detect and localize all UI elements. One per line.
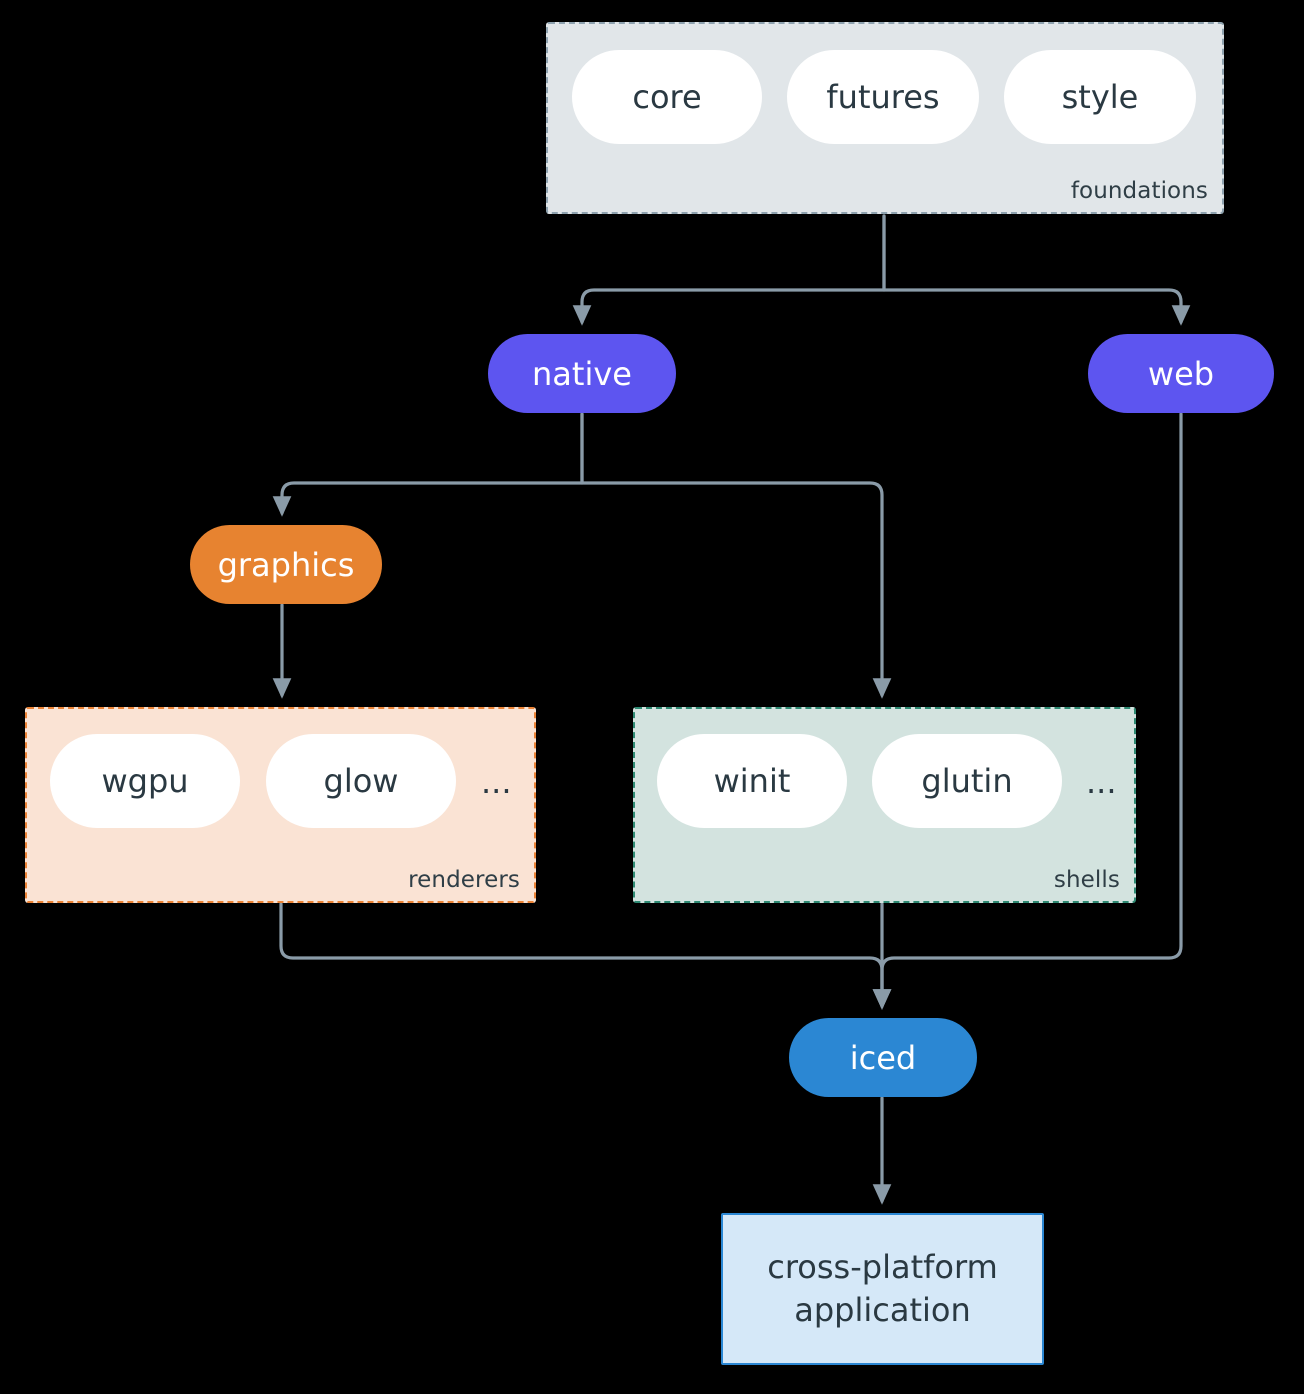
node-glutin[interactable]: glutin — [872, 734, 1062, 828]
node-futures-label: futures — [826, 78, 940, 116]
application-label-line2: application — [794, 1291, 971, 1329]
edge-foundations-web — [882, 214, 1191, 326]
node-graphics[interactable]: graphics — [190, 525, 382, 604]
node-native[interactable]: native — [488, 334, 676, 413]
node-style-label: style — [1061, 78, 1139, 116]
node-cross-platform-application[interactable]: cross-platform application — [721, 1213, 1044, 1365]
edge-renderers-iced — [279, 902, 892, 1010]
cluster-foundations-label: foundations — [1070, 178, 1208, 204]
node-core-label: core — [632, 78, 702, 116]
node-iced-label: iced — [849, 1038, 917, 1077]
node-style[interactable]: style — [1004, 50, 1196, 144]
node-native-label: native — [532, 354, 632, 393]
renderers-ellipsis: ... — [481, 763, 512, 801]
node-winit[interactable]: winit — [657, 734, 847, 828]
node-glow[interactable]: glow — [266, 734, 456, 828]
node-graphics-label: graphics — [217, 545, 355, 584]
node-core[interactable]: core — [572, 50, 762, 144]
node-wgpu[interactable]: wgpu — [50, 734, 240, 828]
node-glow-label: glow — [323, 762, 399, 800]
edge-native-shells — [580, 412, 892, 699]
node-web-label: web — [1147, 354, 1215, 393]
edge-foundations-native — [572, 214, 886, 326]
cluster-shells-label: shells — [1053, 867, 1120, 893]
node-web[interactable]: web — [1088, 334, 1274, 413]
edge-web-iced — [872, 412, 1183, 1010]
cluster-renderers-label: renderers — [408, 867, 520, 893]
edge-native-graphics — [272, 412, 584, 517]
node-wgpu-label: wgpu — [101, 762, 189, 800]
application-label-line1: cross-platform — [767, 1247, 998, 1286]
node-glutin-label: glutin — [921, 762, 1013, 800]
node-winit-label: winit — [713, 762, 791, 800]
node-iced[interactable]: iced — [789, 1018, 977, 1097]
shells-ellipsis: ... — [1086, 763, 1117, 801]
node-futures[interactable]: futures — [787, 50, 979, 144]
